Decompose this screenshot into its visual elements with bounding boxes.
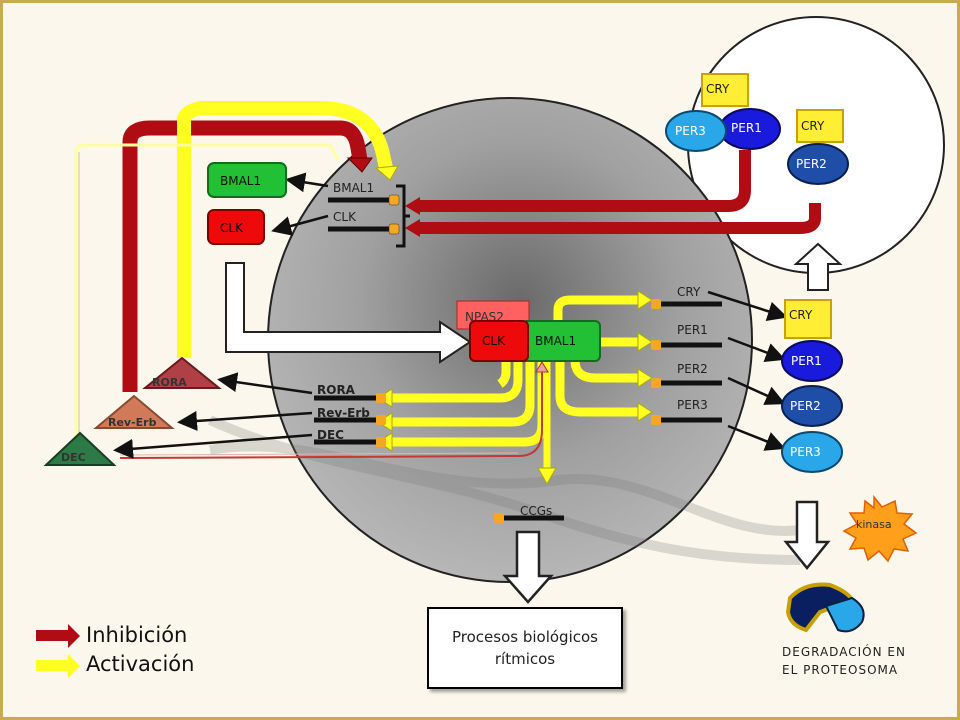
procesos-box: Procesos biológicos rítmicos bbox=[427, 607, 623, 689]
gene-label-bmal1: BMAL1 bbox=[333, 181, 374, 195]
complex-per3 bbox=[665, 110, 727, 152]
legend-activacion-label: Activación bbox=[86, 652, 195, 676]
gene-label-ccgs: CCGs bbox=[520, 504, 552, 518]
activation-arrows-right bbox=[553, 295, 640, 417]
per2-protein bbox=[781, 385, 843, 427]
dec-protein bbox=[43, 431, 117, 466]
clk-protein bbox=[207, 209, 265, 245]
gene-label-reverb: Rev-Erb bbox=[317, 406, 370, 420]
gene-label-dec: DEC bbox=[317, 428, 344, 442]
legend-inhibicion-label: Inhibición bbox=[86, 623, 188, 647]
gene-label-clk: CLK bbox=[333, 210, 357, 224]
cry-protein-label: CRY bbox=[789, 308, 813, 322]
hollow-arrow-clk-to-complex bbox=[225, 262, 472, 364]
complex-cry-2 bbox=[796, 109, 844, 143]
inhibition-head-bmal1 bbox=[405, 197, 420, 215]
legend-activation-arrow bbox=[36, 654, 80, 678]
bmal1-protein bbox=[207, 162, 287, 198]
clk-complex-label: CLK bbox=[482, 334, 506, 348]
legend-inhibition-arrow bbox=[36, 624, 80, 648]
per2-protein-label: PER2 bbox=[790, 399, 821, 413]
hollow-arrow-up bbox=[793, 242, 843, 291]
complex-per2-label: PER2 bbox=[796, 157, 827, 171]
complex-cry-2-label: CRY bbox=[801, 119, 825, 133]
per1-protein bbox=[781, 340, 843, 382]
dna-decoration bbox=[207, 415, 801, 565]
gene-label-rora: RORA bbox=[317, 383, 356, 397]
dec-protein-label: DEC bbox=[61, 451, 86, 464]
inhibition-per1-to-bmal1 bbox=[420, 150, 751, 212]
inhibition-head-clk bbox=[405, 219, 420, 237]
rora-protein bbox=[142, 356, 222, 389]
complex-cry-1-label: CRY bbox=[706, 82, 730, 96]
gene-label-per1: PER1 bbox=[677, 323, 708, 337]
gene-label-per2: PER2 bbox=[677, 362, 708, 376]
gene-label-cry: CRY bbox=[677, 285, 701, 299]
reverb-protein-label: Rev-Erb bbox=[108, 416, 157, 429]
inhibition-loop-reverb bbox=[122, 120, 368, 392]
dec-inhibition-line bbox=[119, 368, 543, 459]
activation-arrow-ccgs bbox=[537, 467, 557, 486]
activation-loop-rora bbox=[177, 101, 393, 358]
hollow-arrow-processes bbox=[502, 530, 554, 604]
gene-lines bbox=[314, 184, 722, 523]
clk-complex bbox=[469, 320, 529, 362]
hollow-arrow-degradation bbox=[783, 500, 831, 570]
complex-per2 bbox=[787, 143, 849, 185]
kinasa-burst bbox=[842, 494, 918, 563]
rora-protein-label: RORA bbox=[152, 376, 187, 389]
inhibition-per2-to-clk bbox=[420, 203, 821, 234]
complex-per1-label: PER1 bbox=[731, 121, 762, 135]
degradacion-label: DEGRADACIÓN EN EL PROTEOSOMA bbox=[782, 645, 906, 677]
activation-loop-rora-head bbox=[374, 165, 399, 181]
bmal1-complex-label: BMAL1 bbox=[535, 334, 576, 348]
cry-protein bbox=[784, 299, 832, 339]
bmal1-protein-label: BMAL1 bbox=[220, 174, 261, 188]
dec-loop-line bbox=[74, 143, 340, 440]
reverb-protein bbox=[93, 394, 175, 429]
translation-arrows bbox=[113, 172, 788, 459]
inhibition-loop-reverb-head bbox=[346, 157, 373, 173]
complex-cry-1 bbox=[701, 73, 749, 107]
kinasa-label: kinasa bbox=[856, 518, 892, 531]
proteasome-icon bbox=[785, 582, 865, 633]
per1-protein-label: PER1 bbox=[791, 354, 822, 368]
clk-protein-label: CLK bbox=[220, 221, 244, 235]
per3-protein bbox=[781, 431, 843, 473]
complex-per3-label: PER3 bbox=[675, 124, 706, 138]
gene-label-per3: PER3 bbox=[677, 398, 708, 412]
per3-protein-label: PER3 bbox=[790, 445, 821, 459]
